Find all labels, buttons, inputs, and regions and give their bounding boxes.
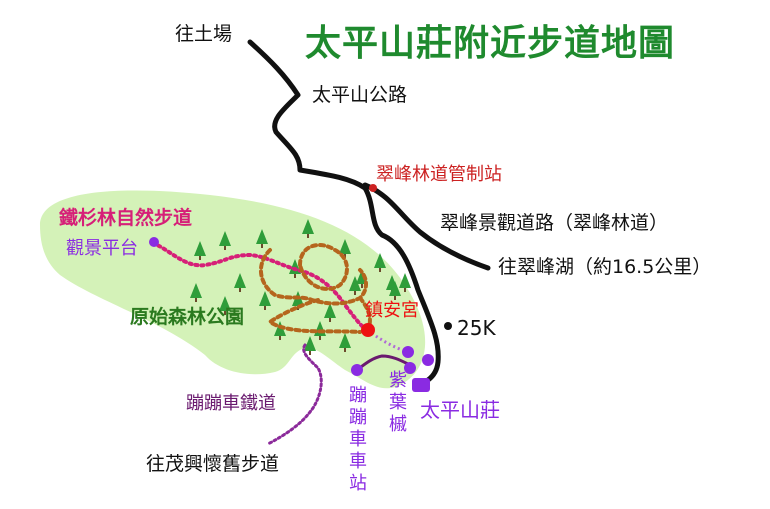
viewing-platform-marker[interactable] [149, 237, 159, 247]
tree-icon [324, 303, 336, 322]
forest-park-area [40, 190, 426, 389]
tree-icon [302, 219, 314, 238]
tree-icon [219, 231, 231, 250]
zhenan-temple-marker[interactable] [361, 323, 375, 337]
cuifeng-station-marker[interactable] [369, 184, 377, 192]
bengbeng-railway-label: 蹦蹦車鐵道 [186, 393, 276, 414]
to-cuifeng-lake-label: 往翠峰湖（約16.5公里） [498, 256, 712, 278]
taipingshan-villa-label: 太平山莊 [420, 398, 500, 422]
tree-icon [389, 281, 401, 300]
tree-icon [256, 229, 268, 248]
km-marker-label: 25K [457, 316, 496, 340]
tree-icon [190, 283, 202, 302]
bengbeng-railway-path [355, 354, 410, 372]
taipingshan-road-label: 太平山公路 [312, 84, 408, 106]
trees-group [190, 219, 411, 355]
tree-icon [219, 296, 231, 315]
tieshan-trail-path [151, 241, 370, 332]
tree-icon [304, 336, 316, 355]
cuifeng-scenic-road-label: 翠峰景觀道路（翠峰林道） [440, 212, 669, 234]
ziye-marker-2[interactable] [422, 354, 434, 366]
tree-icon [339, 239, 351, 258]
cuifeng-station-label: 翠峰林道管制站 [376, 164, 502, 185]
tieshan-trail-label: 鐵杉林自然步道 [59, 207, 193, 229]
tree-icon [374, 253, 386, 272]
tree-icon [339, 333, 351, 352]
taipingshan-road [247, 39, 441, 385]
tree-icon [259, 291, 271, 310]
ziye-marker-3[interactable] [404, 362, 416, 374]
zhenan-temple-label: 鎮安宮 [365, 300, 419, 321]
map-title: 太平山莊附近步道地圖 [305, 23, 676, 64]
tree-icon [234, 273, 246, 292]
bengbeng-station-label: 蹦蹦車車站 [349, 385, 367, 494]
bengbeng-station-marker[interactable] [351, 364, 363, 376]
ziye-label: 紫葉槭 [389, 370, 407, 435]
tree-icon [349, 276, 361, 295]
to-maoxing-label: 往茂興懷舊步道 [146, 453, 280, 475]
taipingshan-villa-marker[interactable] [412, 378, 430, 392]
tree-icon [399, 273, 411, 292]
viewing-platform-label: 觀景平台 [66, 238, 138, 259]
cuifeng-scenic-road [362, 182, 491, 271]
primeval-forest-park-label: 原始森林公園 [130, 306, 245, 328]
tree-icon [194, 241, 206, 260]
to-tuchang-label: 往土場 [175, 23, 233, 45]
maoxing-trail-path [266, 343, 323, 446]
ziye-marker-1[interactable] [402, 346, 414, 358]
km-25-marker [444, 322, 452, 330]
